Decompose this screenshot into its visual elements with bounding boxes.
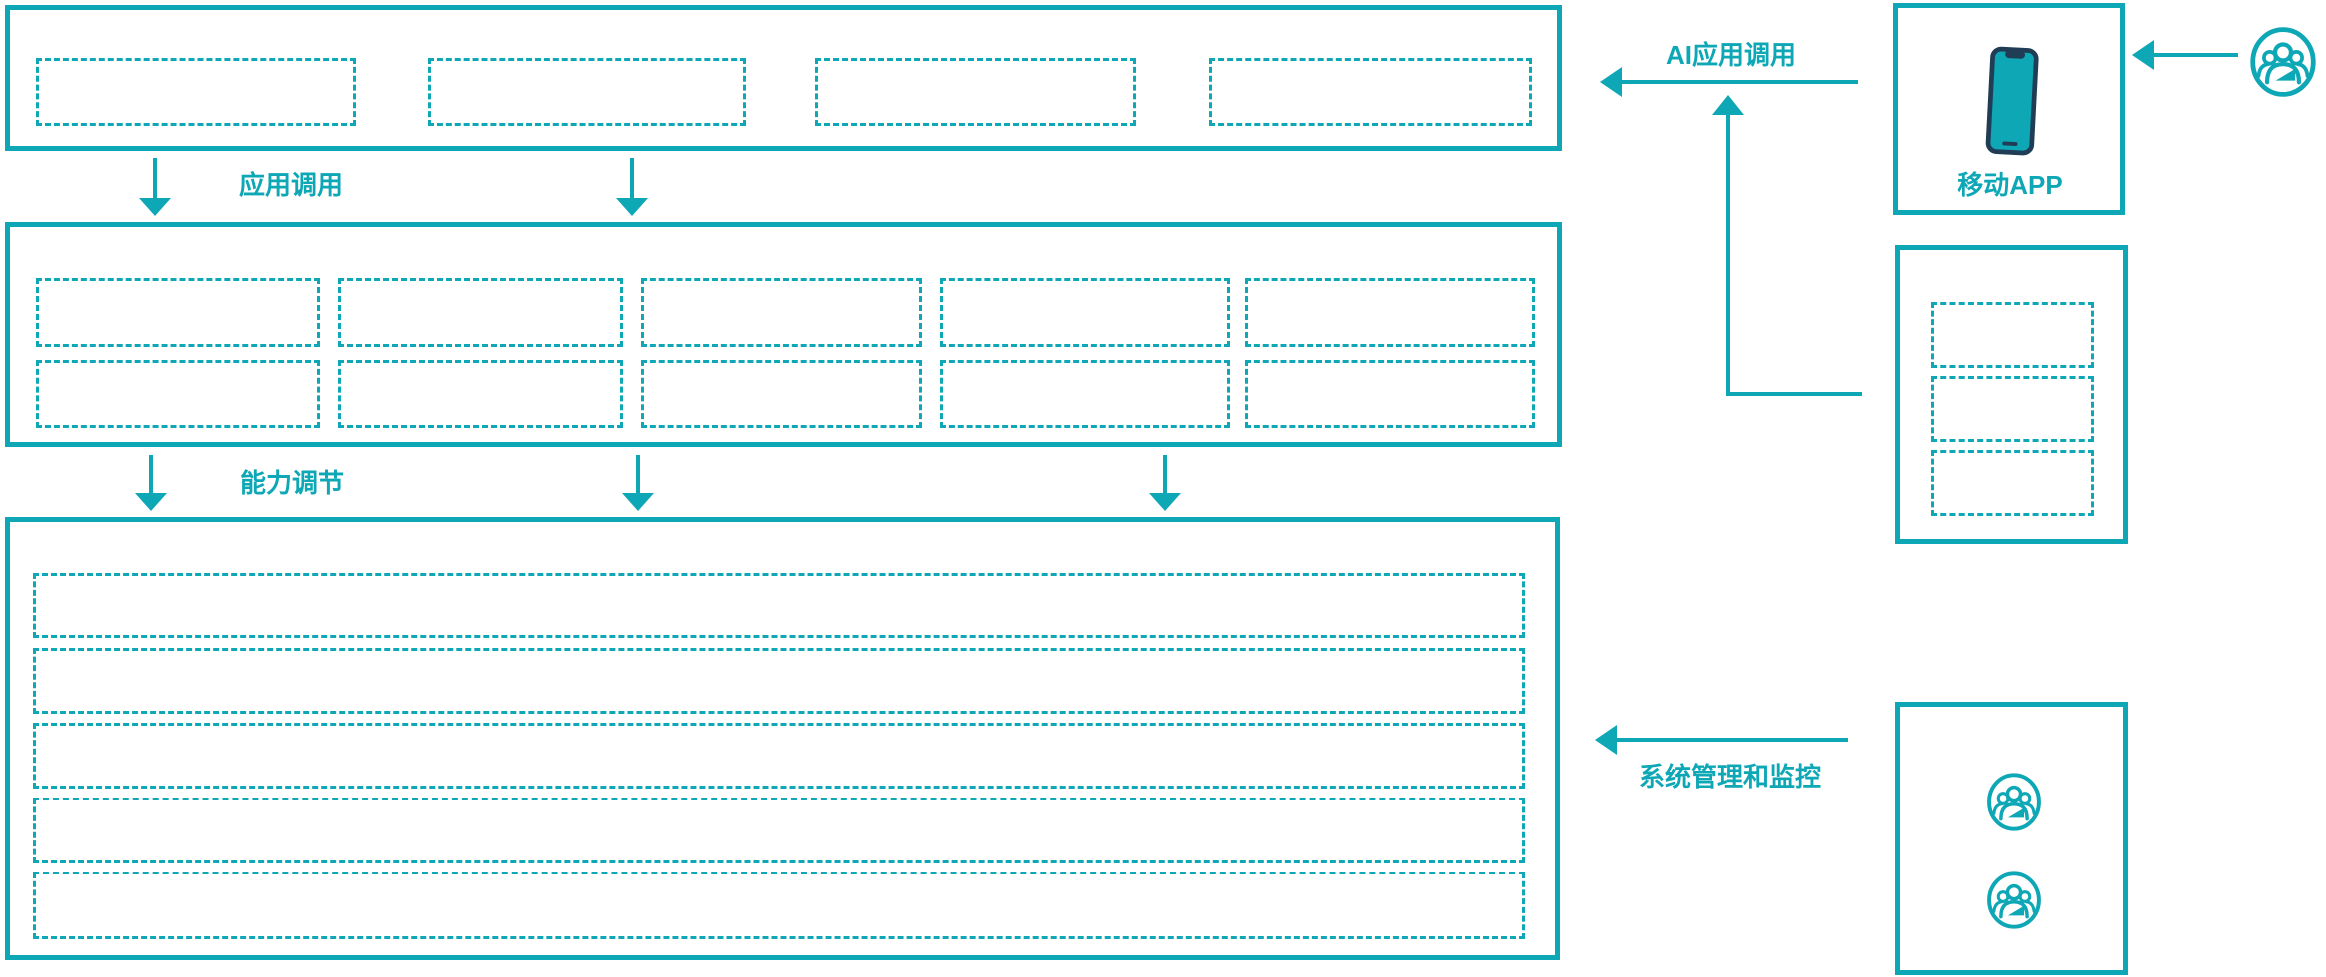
system-monitor-arrow-line <box>1615 738 1848 742</box>
channel-box <box>1895 245 2128 544</box>
application-layer-box <box>5 5 1562 151</box>
left-arrow-icon <box>2132 40 2154 70</box>
left-arrow-icon <box>1600 67 1622 97</box>
platform-row-2 <box>33 648 1525 714</box>
capability-slot-r2c5 <box>1245 360 1535 428</box>
down-arrow-icon <box>139 198 171 216</box>
down-arrow-icon <box>622 493 654 511</box>
mobile-app-label: 移动APP <box>1957 170 2063 200</box>
platform-row-4 <box>33 798 1525 863</box>
capability-adjust-label: 能力调节 <box>239 468 344 498</box>
users-group-icon <box>2249 25 2317 99</box>
app-slot-2 <box>428 58 746 126</box>
platform-row-5 <box>33 872 1525 939</box>
capability-slot-r2c4 <box>940 360 1230 428</box>
app-call-label: 应用调用 <box>238 170 343 200</box>
mobile-app-box: 移动APP <box>1893 3 2125 215</box>
capability-slot-r2c3 <box>641 360 922 428</box>
ai-app-call-label: AI应用调用 <box>1665 40 1796 70</box>
down-arrow-line-2 <box>630 158 634 200</box>
capability-layer-box <box>5 222 1562 447</box>
up-arrow-line <box>1726 112 1730 394</box>
channel-slot-1 <box>1931 302 2094 368</box>
capability-slot-r2c1 <box>36 360 320 428</box>
user-arrow-line <box>2152 53 2238 57</box>
admin-box <box>1895 702 2128 975</box>
channel-slot-3 <box>1931 450 2094 516</box>
elbow-line <box>1726 392 1862 396</box>
app-slot-3 <box>815 58 1136 126</box>
platform-layer-box <box>5 517 1560 960</box>
down-arrow-icon <box>1149 493 1181 511</box>
up-arrow-icon <box>1712 95 1744 115</box>
platform-row-1 <box>33 573 1525 638</box>
channel-slot-2 <box>1931 376 2094 442</box>
capability-slot-r1c3 <box>641 278 922 347</box>
users-group-icon <box>1986 772 2042 832</box>
capability-slot-r1c1 <box>36 278 320 347</box>
mobile-phone-icon <box>1975 44 2051 162</box>
users-group-icon <box>1986 870 2042 930</box>
down-arrow-line-5 <box>1163 455 1167 495</box>
down-arrow-icon <box>135 493 167 511</box>
down-arrow-line-3 <box>149 455 153 495</box>
system-monitor-label: 系统管理和监控 <box>1638 762 1821 792</box>
platform-row-3 <box>33 723 1525 789</box>
down-arrow-line-4 <box>636 455 640 495</box>
capability-slot-r2c2 <box>338 360 623 428</box>
down-arrow-line-1 <box>153 158 157 200</box>
capability-slot-r1c2 <box>338 278 623 347</box>
ai-call-arrow-line <box>1620 80 1858 84</box>
app-slot-4 <box>1209 58 1532 126</box>
capability-slot-r1c5 <box>1245 278 1535 347</box>
app-slot-1 <box>36 58 356 126</box>
capability-slot-r1c4 <box>940 278 1230 347</box>
left-arrow-icon <box>1595 725 1617 755</box>
down-arrow-icon <box>616 198 648 216</box>
